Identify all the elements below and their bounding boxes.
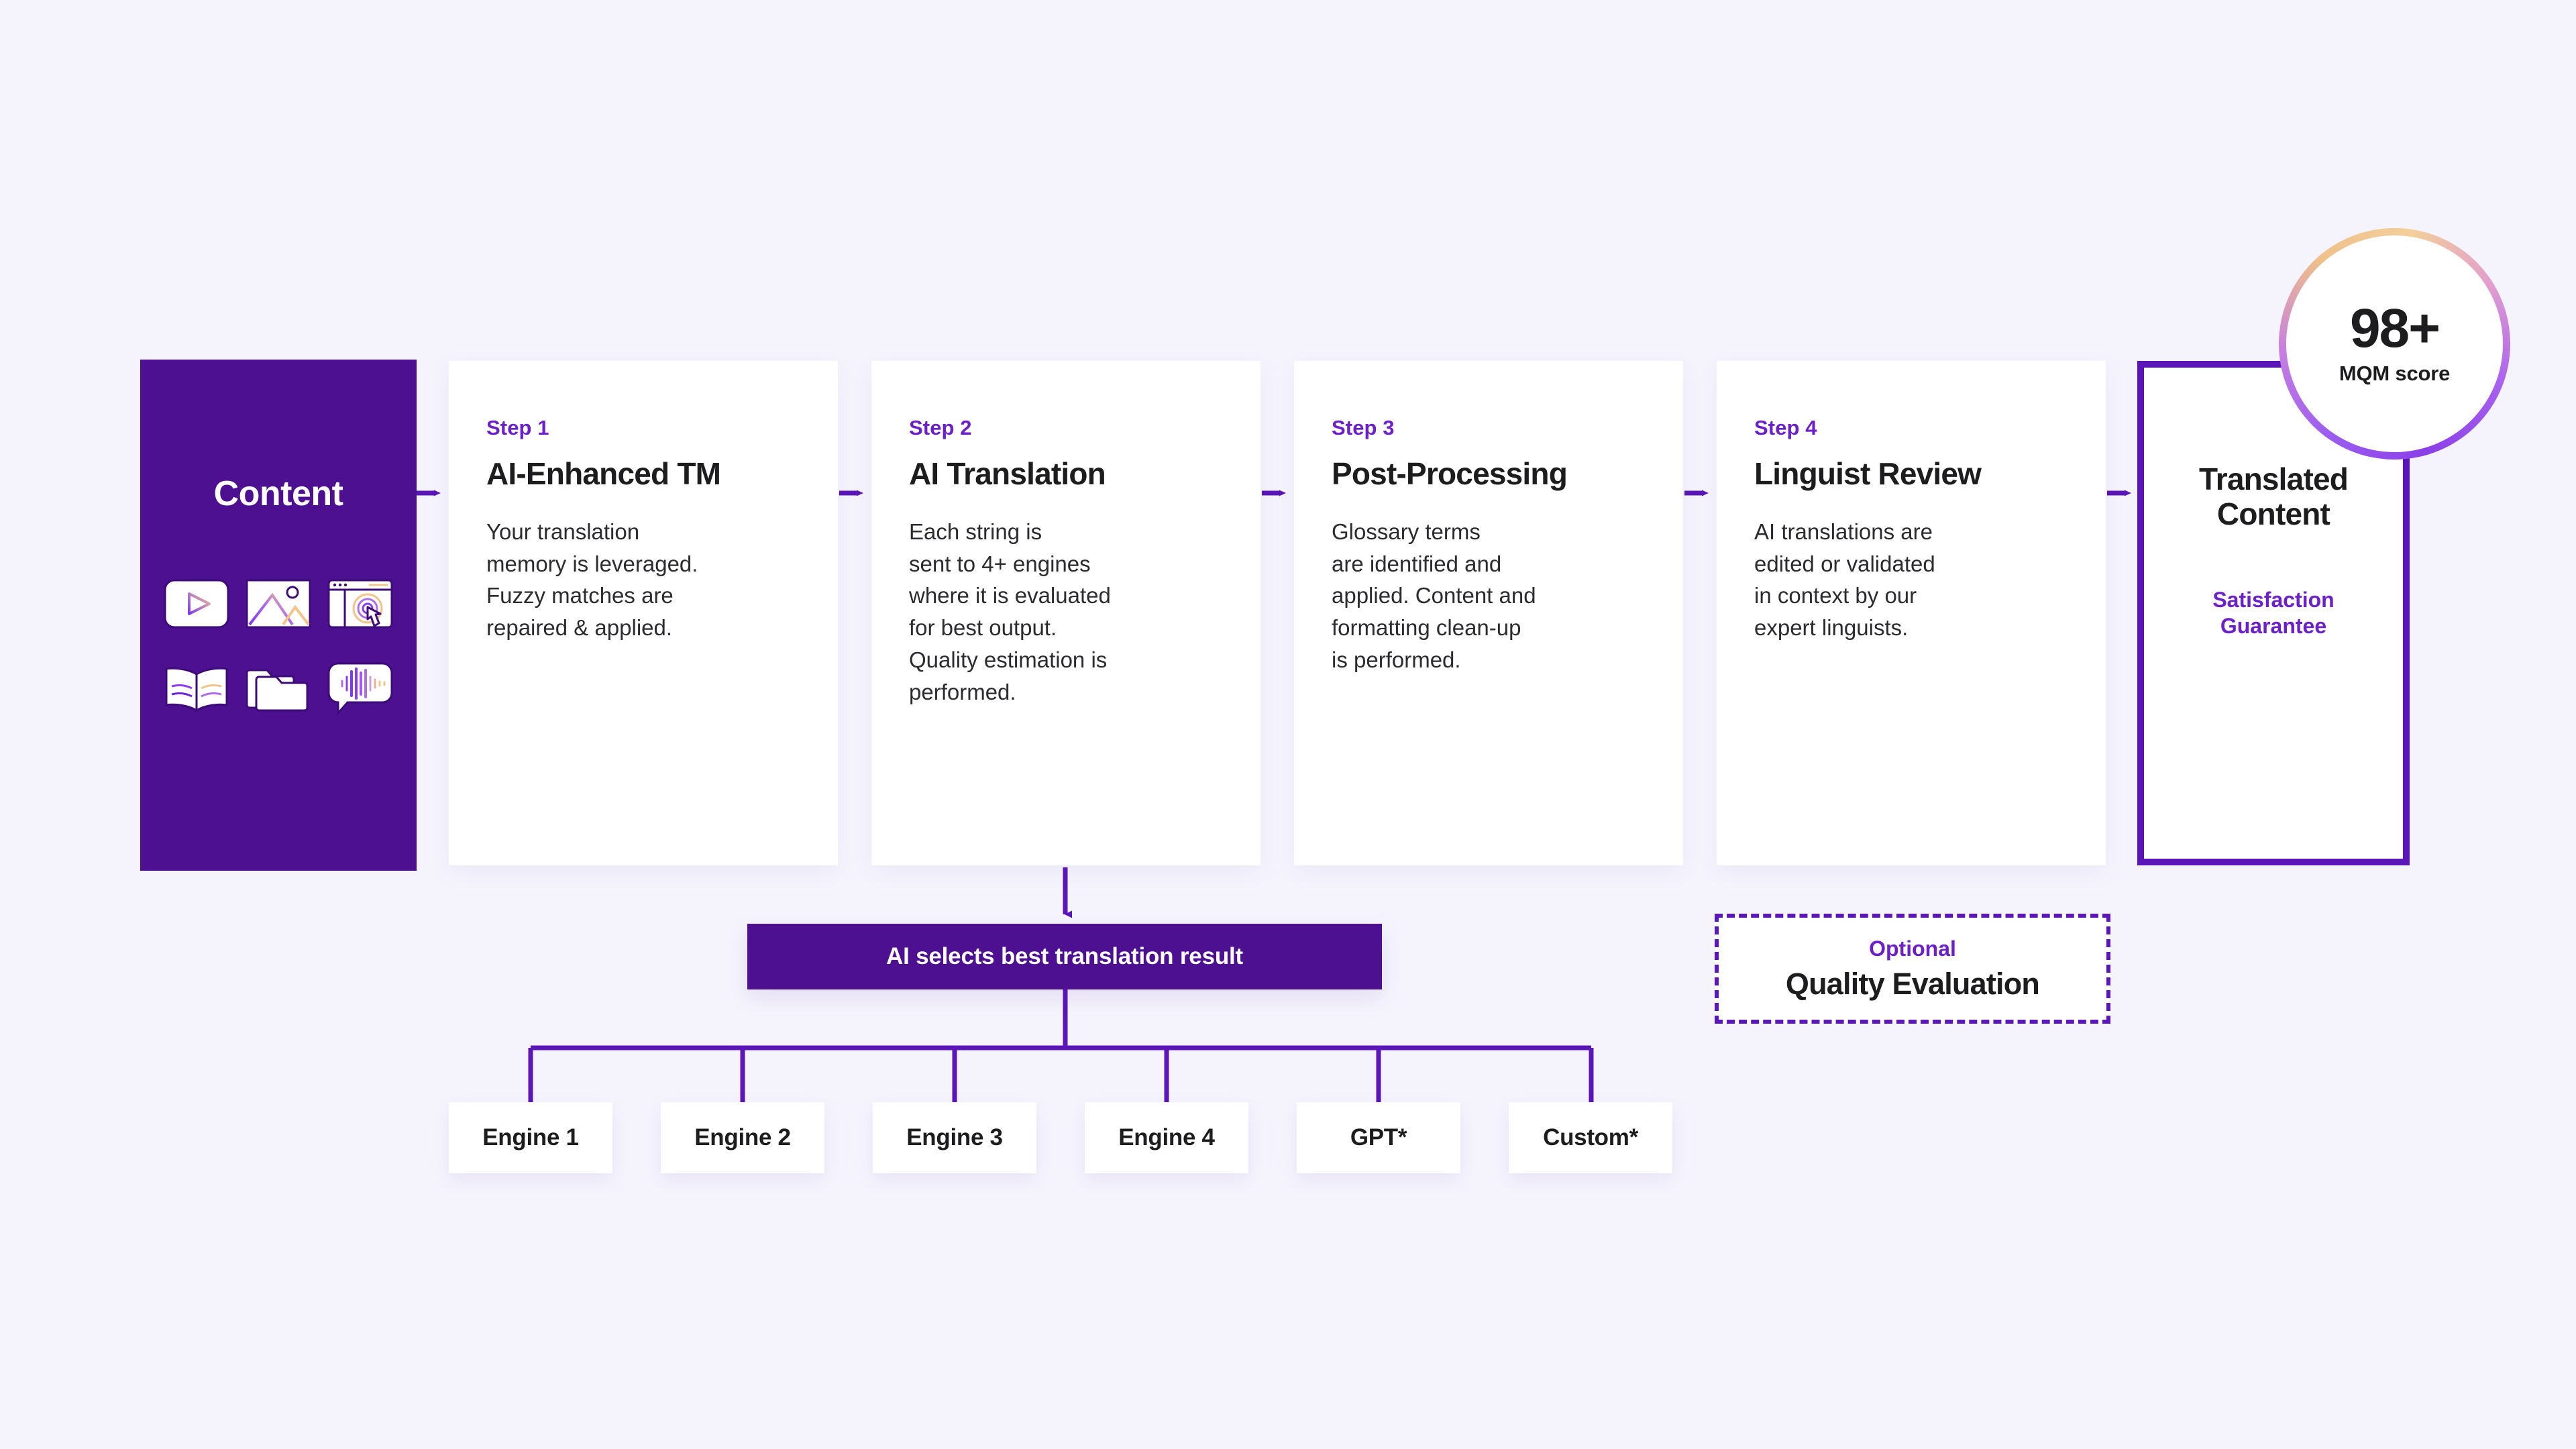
book-icon — [157, 656, 236, 720]
engine-box-4: Engine 4 — [1085, 1102, 1248, 1173]
engine-3-label: Engine 3 — [906, 1124, 1003, 1150]
engine-box-2: Engine 2 — [661, 1102, 824, 1173]
translated-content-title: Translated Content — [2198, 462, 2349, 532]
mqm-score-badge: 98+ MQM score — [2279, 228, 2510, 460]
step-2-kicker: Step 2 — [909, 416, 972, 439]
step-1-title: AI-Enhanced TM — [486, 456, 721, 491]
step-card-2: Step 2 AI Translation Each string is sen… — [871, 361, 1260, 865]
step-4-description: AI translations are edited or validated … — [1754, 519, 1935, 641]
engine-box-1: Engine 1 — [449, 1102, 612, 1173]
video-icon — [157, 572, 236, 636]
image-icon — [239, 572, 318, 636]
step-3-kicker: Step 3 — [1332, 416, 1395, 439]
engine-gpt-label: GPT* — [1350, 1124, 1407, 1150]
step-3-description: Glossary terms are identified and applie… — [1332, 519, 1536, 673]
engine-1-label: Engine 1 — [482, 1124, 579, 1150]
engine-4-label: Engine 4 — [1118, 1124, 1215, 1150]
step-4-kicker: Step 4 — [1754, 416, 1817, 439]
quality-evaluation-kicker: Optional — [1869, 936, 1956, 961]
web-click-icon — [321, 572, 400, 636]
step-3-title: Post-Processing — [1332, 456, 1568, 491]
ai-select-bar-label: AI selects best translation result — [886, 943, 1243, 969]
content-icon-grid — [157, 572, 400, 735]
engine-box-3: Engine 3 — [873, 1102, 1036, 1173]
step-4-title: Linguist Review — [1754, 456, 1982, 491]
content-panel: Content — [140, 360, 417, 871]
step-card-3: Step 3 Post-Processing Glossary terms ar… — [1294, 361, 1683, 865]
folder-icon — [239, 656, 318, 720]
engine-box-gpt: GPT* — [1297, 1102, 1460, 1173]
step-2-description: Each string is sent to 4+ engines where … — [909, 519, 1111, 704]
mqm-score-label: MQM score — [2339, 361, 2451, 385]
step-card-1: Step 1 AI-Enhanced TM Your translation m… — [449, 361, 838, 865]
engine-2-label: Engine 2 — [694, 1124, 791, 1150]
quality-evaluation-box: Optional Quality Evaluation — [1715, 914, 2110, 1024]
audio-icon — [321, 656, 400, 720]
satisfaction-guarantee-label: Satisfaction Guarantee — [2212, 587, 2334, 638]
step-card-4: Step 4 Linguist Review AI translations a… — [1717, 361, 2106, 865]
engine-custom-label: Custom* — [1543, 1124, 1638, 1150]
content-panel-title: Content — [213, 474, 343, 513]
ai-select-bar: AI selects best translation result — [747, 924, 1382, 989]
step-1-kicker: Step 1 — [486, 416, 549, 439]
quality-evaluation-title: Quality Evaluation — [1785, 966, 2040, 1001]
engine-box-custom: Custom* — [1509, 1102, 1672, 1173]
step-2-title: AI Translation — [909, 456, 1106, 491]
step-1-description: Your translation memory is leveraged. Fu… — [486, 519, 698, 641]
mqm-score-value: 98+ — [2349, 298, 2440, 360]
